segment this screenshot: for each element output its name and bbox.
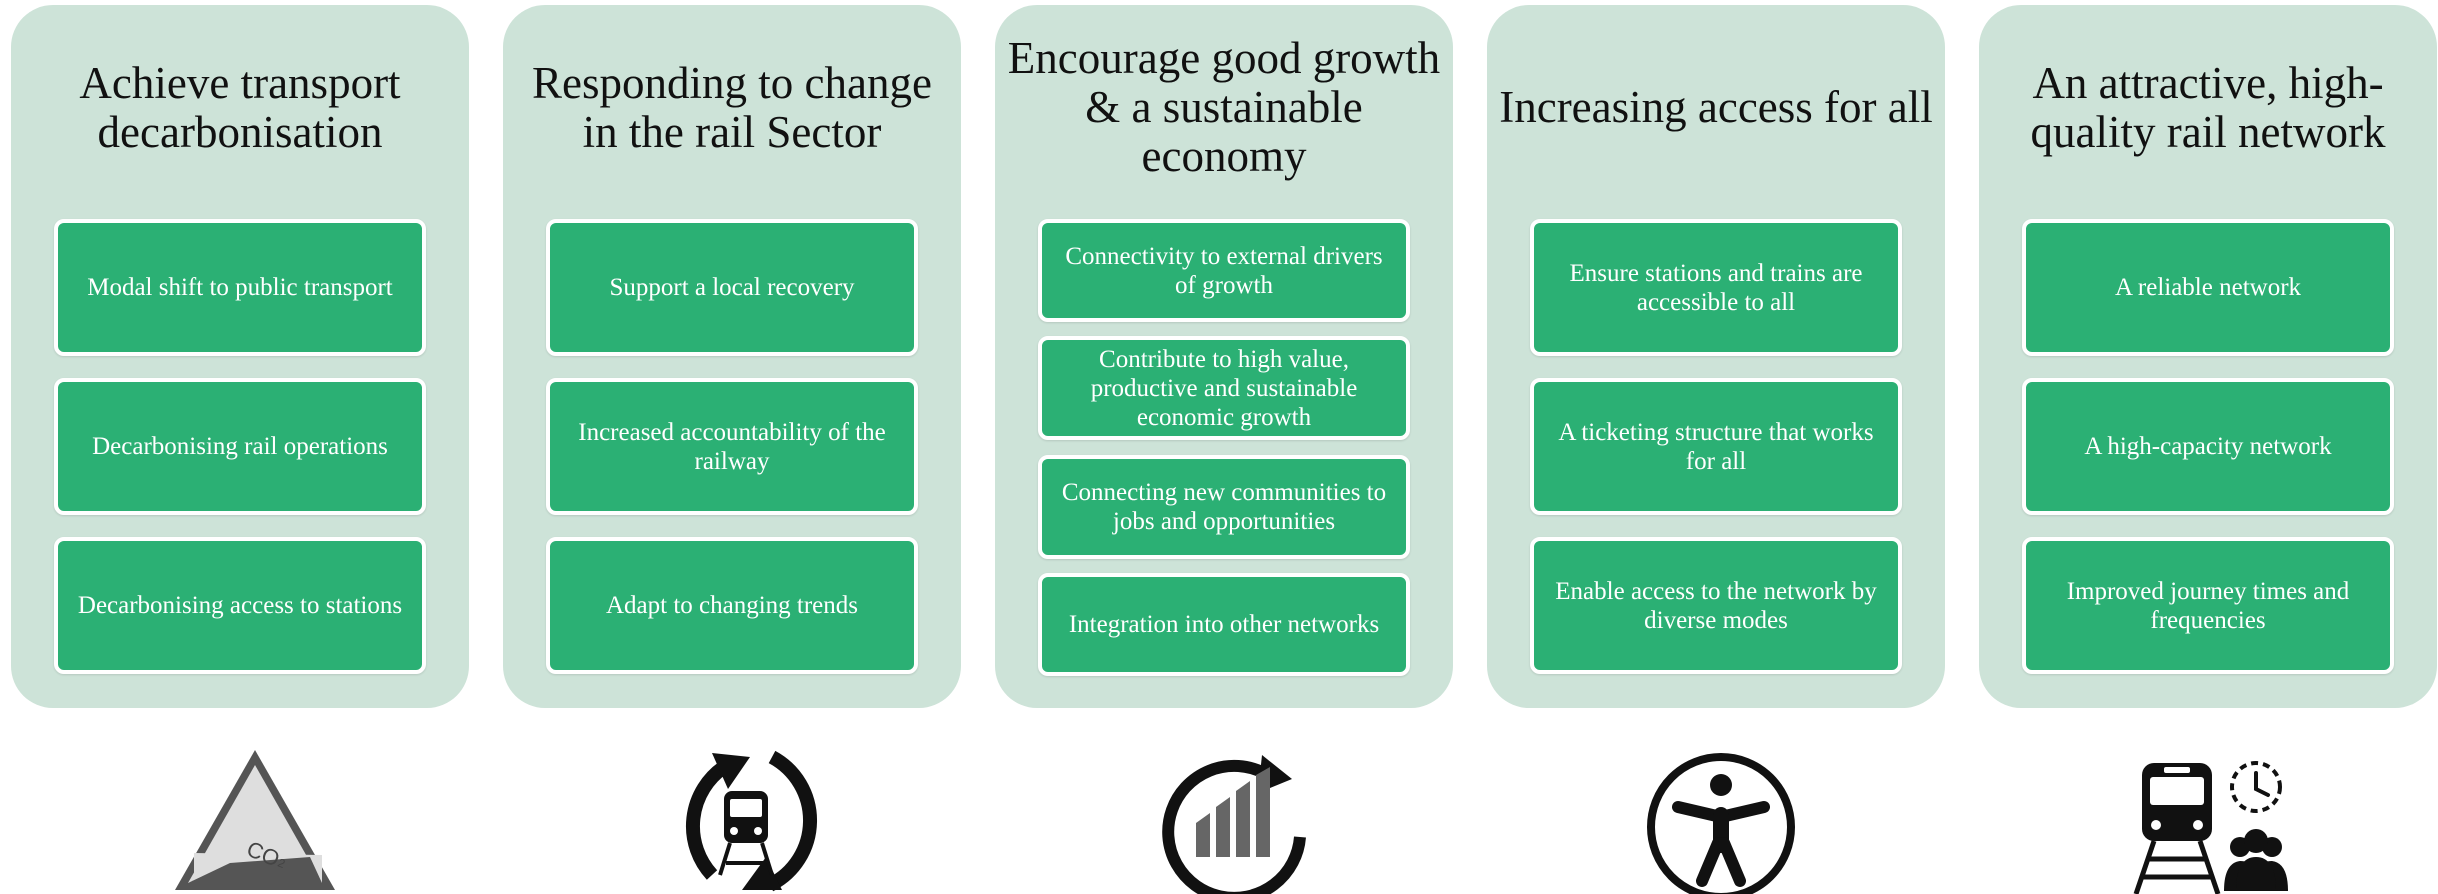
- column-access-for-all: Increasing access for all Ensure station…: [1487, 5, 1945, 708]
- column-decarbonisation: Achieve transport decarbonisation Modal …: [11, 5, 469, 708]
- svg-text:2: 2: [276, 856, 288, 872]
- column-title: Encourage good growth & a sustainable ec…: [1007, 33, 1441, 181]
- objective-card: Decarbonising access to stations: [54, 537, 426, 674]
- column-good-growth: Encourage good growth & a sustainable ec…: [995, 5, 1453, 708]
- objective-card: Increased accountability of the railway: [546, 378, 918, 515]
- objective-card: Decarbonising rail operations: [54, 378, 426, 515]
- objective-card: Ensure stations and trains are accessibl…: [1530, 219, 1902, 356]
- card-group: A reliable network A high-capacity netwo…: [2022, 210, 2394, 676]
- card-group: Ensure stations and trains are accessibl…: [1530, 210, 1902, 676]
- accessibility-icon: [1636, 745, 1806, 894]
- objective-card: Support a local recovery: [546, 219, 918, 356]
- objective-card: Modal shift to public transport: [54, 219, 426, 356]
- column-title: Responding to change in the rail Sector: [532, 57, 932, 157]
- objective-card: A high-capacity network: [2022, 378, 2394, 515]
- objective-card: Integration into other networks: [1038, 573, 1410, 676]
- objective-card: Connectivity to external drivers of grow…: [1038, 219, 1410, 322]
- train-clock-people-icon: [2128, 745, 2298, 894]
- objective-card: Adapt to changing trends: [546, 537, 918, 674]
- column-title: Achieve transport decarbonisation: [79, 57, 401, 157]
- co2-descending-warning-icon: CO 2: [170, 745, 340, 894]
- objective-card: Contribute to high value, productive and…: [1038, 336, 1410, 440]
- objective-card: Enable access to the network by diverse …: [1530, 537, 1902, 674]
- column-attractive-network: An attractive, high-quality rail network…: [1979, 5, 2437, 708]
- column-responding-to-change: Responding to change in the rail Sector …: [503, 5, 961, 708]
- card-group: Modal shift to public transport Decarbon…: [54, 210, 426, 676]
- train-cycle-arrows-icon: [662, 745, 832, 894]
- card-group: Connectivity to external drivers of grow…: [1038, 210, 1410, 676]
- objective-card: A reliable network: [2022, 219, 2394, 356]
- objective-card: Connecting new communities to jobs and o…: [1038, 455, 1410, 559]
- column-title: An attractive, high-quality rail network: [2030, 57, 2386, 157]
- card-group: Support a local recovery Increased accou…: [546, 210, 918, 676]
- column-title: Increasing access for all: [1499, 82, 1933, 132]
- growth-chart-cycle-icon: [1152, 745, 1322, 894]
- objective-card: Improved journey times and frequencies: [2022, 537, 2394, 674]
- objective-card: A ticketing structure that works for all: [1530, 378, 1902, 515]
